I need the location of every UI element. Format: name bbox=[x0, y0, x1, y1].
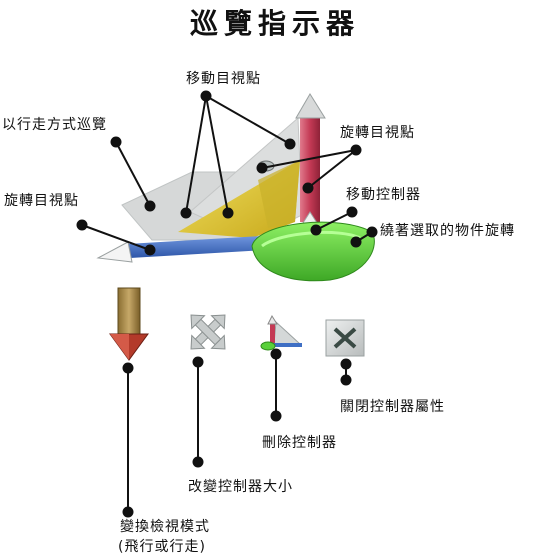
label-resize-controller: 改變控制器大小 bbox=[188, 479, 293, 495]
label-delete-controller: 刪除控制器 bbox=[262, 435, 337, 451]
up-arrowhead bbox=[295, 93, 326, 119]
mini-controller-icon[interactable] bbox=[260, 314, 302, 351]
label-rotate-viewpoint-left: 旋轉目視點 bbox=[4, 193, 79, 209]
label-walk-mode: 以行走方式巡覽 bbox=[2, 117, 107, 133]
leader-lines bbox=[76, 90, 378, 518]
left-arrowhead bbox=[96, 241, 133, 263]
four-way-arrows-icon[interactable] bbox=[174, 298, 242, 366]
blue-bar bbox=[126, 236, 266, 258]
label-switch-view-mode: 變換檢視模式 bbox=[120, 519, 210, 535]
label-orbit-object: 繞著選取的物件旋轉 bbox=[380, 223, 515, 239]
label-move-viewpoint: 移動目視點 bbox=[186, 71, 261, 87]
label-rotate-viewpoint-right: 旋轉目視點 bbox=[340, 125, 415, 141]
close-x-icon[interactable] bbox=[325, 319, 365, 357]
navigation-indicator bbox=[96, 93, 375, 282]
red-shaft bbox=[300, 116, 320, 222]
label-close-controller: 關閉控制器屬性 bbox=[340, 399, 445, 415]
label-switch-view-mode-note: (飛行或行走) bbox=[118, 539, 206, 555]
green-ring-highlight bbox=[261, 230, 361, 248]
down-arrow-icon[interactable] bbox=[109, 287, 149, 361]
label-move-controller: 移動控制器 bbox=[346, 187, 421, 203]
diagram-title: 巡覽指示器 bbox=[189, 7, 360, 40]
yellow-triangle-shade bbox=[258, 160, 300, 228]
